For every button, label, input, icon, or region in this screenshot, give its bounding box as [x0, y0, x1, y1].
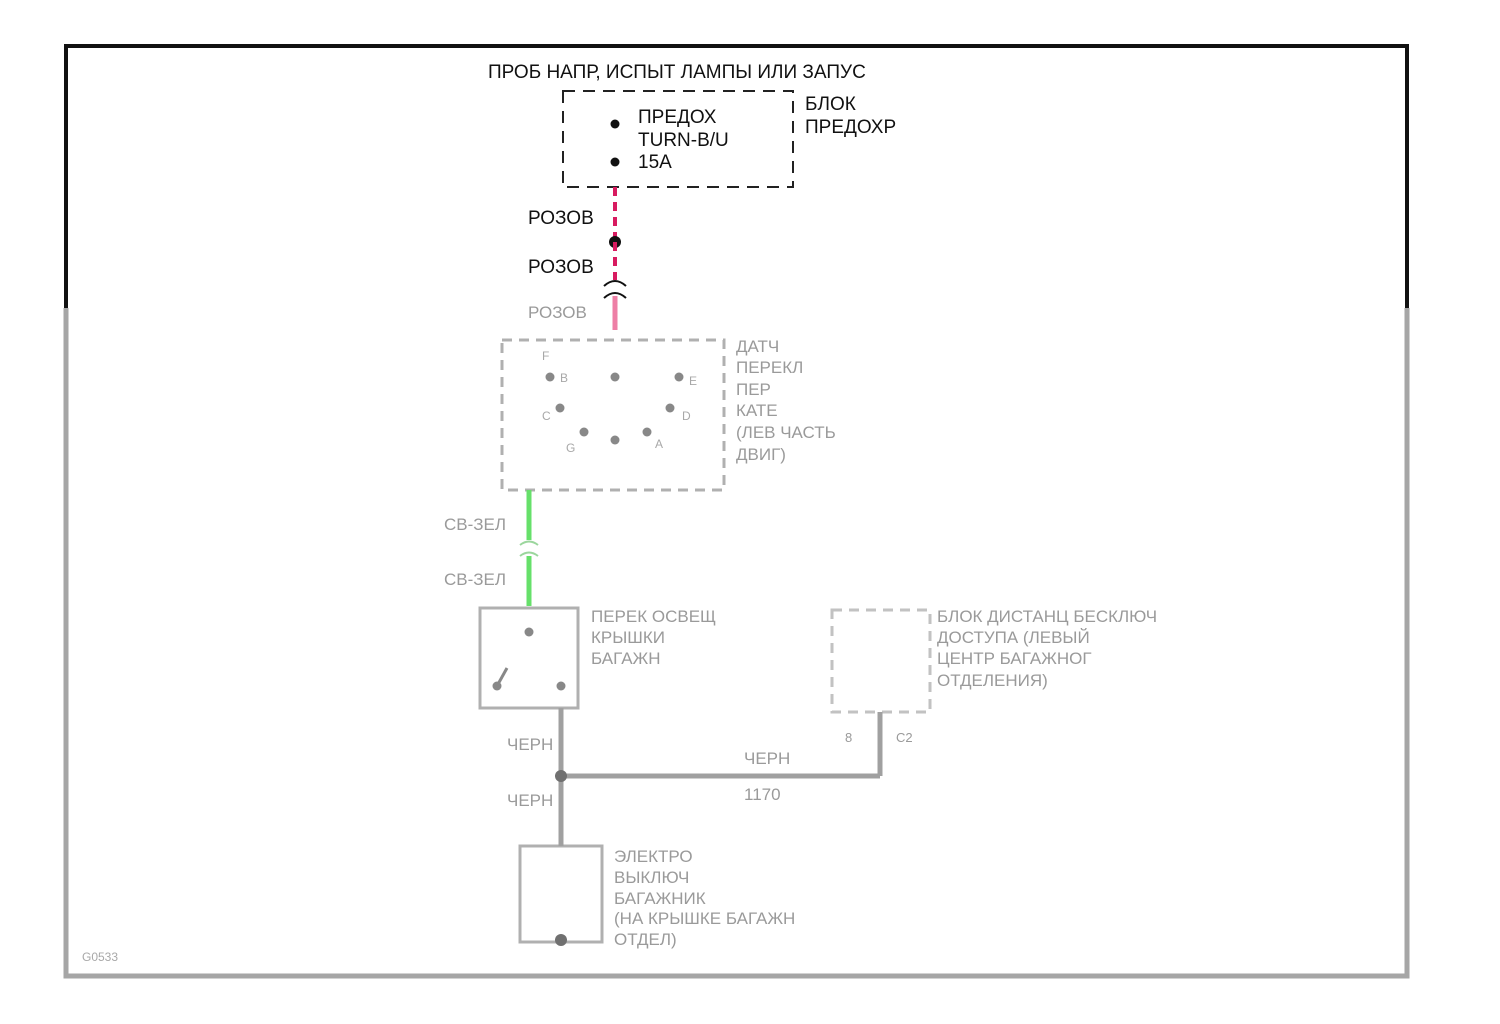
- fuse-label-line3: 15A: [638, 152, 672, 173]
- range-sensor-pin: [546, 373, 555, 382]
- release-solenoid-label-line4: (НА КРЫШКЕ БАГАЖН: [614, 909, 795, 928]
- wire-label-pink-2: РОЗОВ: [528, 257, 594, 278]
- fuse-label-line1: ПРЕДОХ: [638, 107, 717, 128]
- wire-label-green-2: СВ-ЗЕЛ: [444, 570, 506, 589]
- range-sensor-pin: [556, 404, 565, 413]
- range-sensor-pin: [675, 373, 684, 382]
- trunk-switch-label-line2: КРЫШКИ: [591, 628, 665, 647]
- range-sensor-pin-label: D: [682, 409, 691, 423]
- range-sensor-label-line5: (ЛЕВ ЧАСТЬ: [736, 423, 836, 442]
- remote-module-connector: C2: [896, 730, 913, 745]
- fuse-terminal-top: [611, 120, 620, 129]
- range-sensor-label-line3: ПЕР: [736, 380, 771, 399]
- wire-label-black-1: ЧЕРН: [507, 735, 553, 754]
- range-sensor-pin-label: A: [655, 437, 663, 451]
- wire-code-label: 1170: [744, 785, 781, 804]
- remote-module-label-line3: ЦЕНТР БАГАЖНОГ: [937, 649, 1092, 668]
- range-sensor-label-line6: ДВИГ): [736, 445, 786, 464]
- fuse-block-title-line1: БЛОК: [805, 94, 856, 115]
- trunk-switch-contact: [525, 628, 534, 637]
- remote-module-outline: [832, 610, 930, 712]
- trunk-switch-contact: [557, 682, 566, 691]
- fuse-terminal-bottom: [611, 158, 620, 167]
- release-solenoid-label-line1: ЭЛЕКТРО: [614, 847, 693, 866]
- fuse-block-title-line2: ПРЕДОХР: [805, 117, 896, 138]
- power-source-label: ПРОБ НАПР, ИСПЫТ ЛАМПЫ ИЛИ ЗАПУС: [488, 62, 866, 83]
- release-solenoid-outline: [520, 846, 602, 942]
- wire-label-pink-1: РОЗОВ: [528, 208, 594, 229]
- wire-label-green-1: СВ-ЗЕЛ: [444, 515, 506, 534]
- range-sensor-pin: [580, 428, 589, 437]
- splice-black: [555, 770, 567, 782]
- range-sensor-pin-label: C: [542, 409, 551, 423]
- remote-module-label-line2: ДОСТУПА (ЛЕВЫЙ: [937, 628, 1090, 647]
- trunk-switch-outline: [480, 608, 578, 708]
- inline-connector-top: [604, 281, 626, 286]
- trunk-switch-label-line1: ПЕРЕК ОСВЕЩ: [591, 607, 716, 626]
- green-inline-connector: [520, 542, 538, 546]
- release-solenoid-label-line3: БАГАЖНИК: [614, 889, 706, 908]
- frame-top: [66, 46, 1407, 308]
- wire-label-black-3: ЧЕРН: [744, 749, 790, 768]
- remote-module-label-line1: БЛОК ДИСТАНЦ БЕСКЛЮЧ: [937, 607, 1157, 626]
- range-sensor-pin: [643, 428, 652, 437]
- range-sensor-label-line4: КАТЕ: [736, 401, 778, 420]
- range-sensor-pin: [611, 436, 620, 445]
- range-sensor-pin-label: E: [689, 374, 697, 388]
- range-sensor-label-line2: ПЕРЕКЛ: [736, 358, 803, 377]
- figure-id: G0533: [82, 950, 118, 964]
- solenoid-ground: [555, 934, 567, 946]
- range-sensor-pin: [666, 404, 675, 413]
- trunk-switch-label-line3: БАГАЖН: [591, 649, 661, 668]
- remote-module-pin: 8: [845, 730, 852, 745]
- range-sensor-pin-label: G: [566, 441, 575, 455]
- range-sensor-label-line1: ДАТЧ: [736, 337, 779, 356]
- wire-label-pink-3: РОЗОВ: [528, 303, 587, 322]
- range-sensor-pin-label: B: [560, 371, 568, 385]
- green-inline-connector: [520, 553, 538, 557]
- remote-module-label-line4: ОТДЕЛЕНИЯ): [937, 671, 1048, 690]
- wire-label-black-2: ЧЕРН: [507, 791, 553, 810]
- fuse-label-line2: TURN-B/U: [638, 130, 729, 151]
- release-solenoid-label-line5: ОТДЕЛ): [614, 930, 677, 949]
- range-sensor-outline: [502, 340, 724, 490]
- range-sensor-pin-label: F: [542, 349, 549, 363]
- trunk-switch-blade: [497, 668, 507, 686]
- release-solenoid-label-line2: ВЫКЛЮЧ: [614, 868, 689, 887]
- range-sensor-pin: [611, 373, 620, 382]
